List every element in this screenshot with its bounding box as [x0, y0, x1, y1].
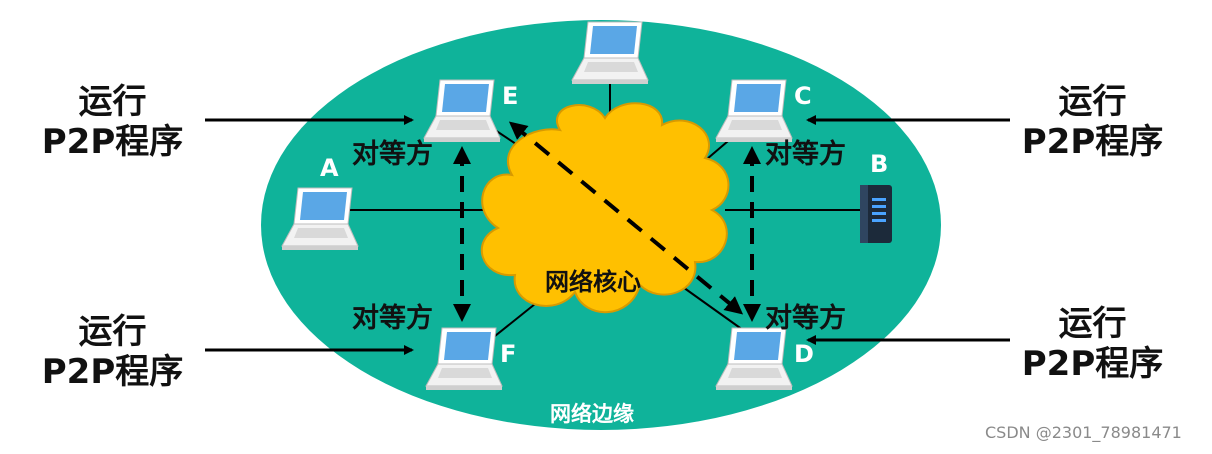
- side-label-top-left: 运行 P2P程序: [20, 82, 205, 162]
- side-label-line1: 运行: [1058, 82, 1127, 122]
- node-letter-E: E: [502, 82, 519, 110]
- peer-label-D: 对等方: [765, 303, 846, 334]
- node-letter-B: B: [870, 150, 889, 178]
- node-letter-A: A: [320, 154, 339, 182]
- side-label-line1: 运行: [78, 312, 147, 352]
- network-edge-label: 网络边缘: [550, 402, 634, 426]
- side-label-line2: P2P程序: [41, 122, 184, 162]
- side-label-line2: P2P程序: [1021, 122, 1164, 162]
- peer-label-E: 对等方: [352, 139, 433, 170]
- side-label-bottom-left: 运行 P2P程序: [20, 312, 205, 392]
- network-core-label: 网络核心: [545, 268, 641, 296]
- peer-label-F: 对等方: [352, 303, 433, 334]
- side-label-line2: P2P程序: [1021, 344, 1164, 384]
- node-letter-D: D: [794, 340, 814, 368]
- side-label-line1: 运行: [1058, 304, 1127, 344]
- side-label-bottom-right: 运行 P2P程序: [1000, 304, 1185, 384]
- peer-label-C: 对等方: [765, 139, 846, 170]
- node-letter-F: F: [500, 340, 517, 368]
- side-label-line1: 运行: [78, 82, 147, 122]
- dashed-arrow-E-D: [508, 121, 744, 315]
- side-label-line2: P2P程序: [41, 352, 184, 392]
- watermark: CSDN @2301_78981471: [985, 423, 1182, 442]
- server-B: [860, 185, 892, 243]
- side-label-top-right: 运行 P2P程序: [1000, 82, 1185, 162]
- node-letter-C: C: [794, 82, 812, 110]
